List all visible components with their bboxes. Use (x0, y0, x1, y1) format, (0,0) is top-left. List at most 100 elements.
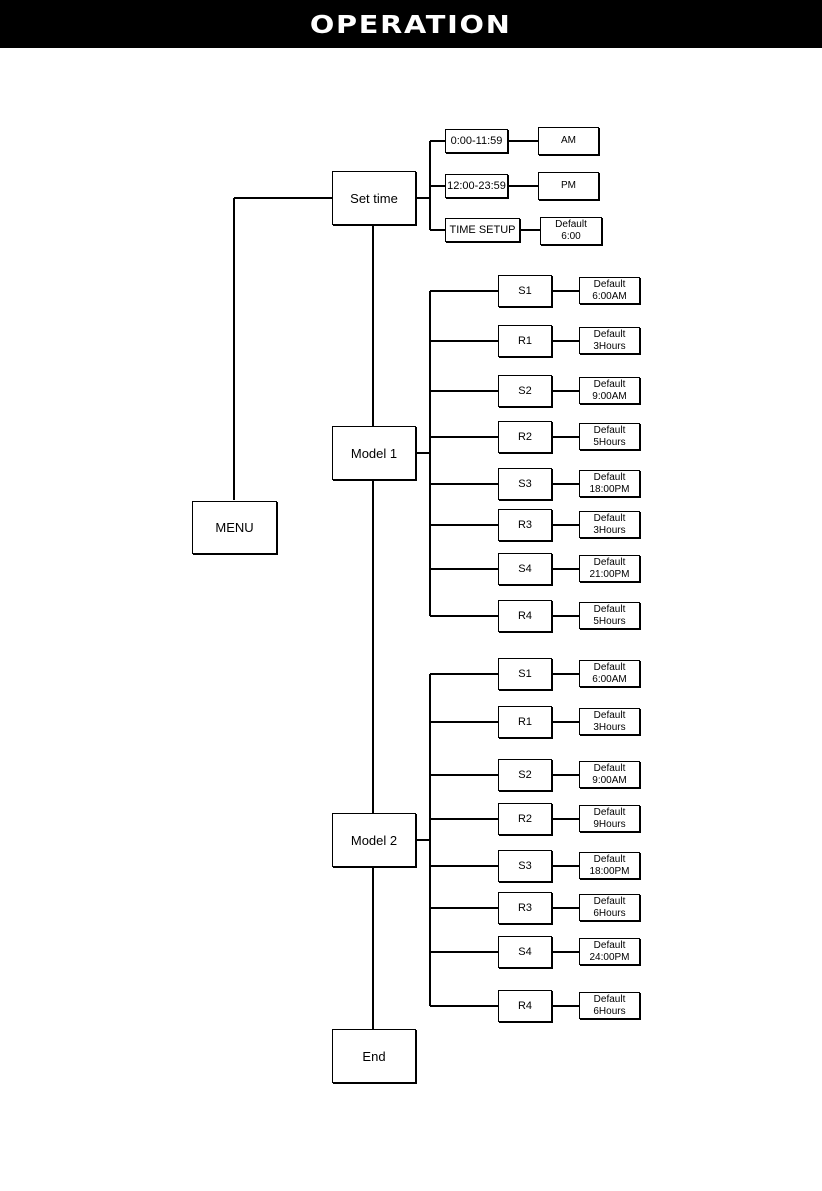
connector-model2-value-5 (552, 907, 579, 909)
model-2-step-r2-label: R2 (517, 812, 533, 825)
model-2-default-s2: Default 9:00AM (579, 761, 640, 788)
connector-model2-item-7 (430, 1005, 498, 1007)
set-time-box: Set time (332, 171, 416, 225)
model-1-default-r2-label: Default 5Hours (593, 424, 626, 448)
connector-model1-item-7 (430, 615, 498, 617)
model-2-step-s2: S2 (498, 759, 552, 791)
end-box: End (332, 1029, 416, 1083)
model-1-default-s2-label: Default 9:00AM (592, 378, 627, 402)
connector-settime-item-2 (430, 229, 445, 231)
model-2-default-s1: Default 6:00AM (579, 660, 640, 687)
model-2-step-r3-label: R3 (517, 901, 533, 914)
model-2-default-r1: Default 3Hours (579, 708, 640, 735)
connector-model2-item-2 (430, 774, 498, 776)
model-1-default-s1: Default 6:00AM (579, 277, 640, 304)
model-2-default-r3: Default 6Hours (579, 894, 640, 921)
set-time-option-3: TIME SETUP (445, 218, 520, 242)
model-2-default-r2: Default 9Hours (579, 805, 640, 832)
connector-model1-value-1 (552, 340, 579, 342)
model-1-step-r1-label: R1 (517, 334, 533, 347)
connector-model1-value-0 (552, 290, 579, 292)
model-1-step-s2: S2 (498, 375, 552, 407)
model-2-step-s4: S4 (498, 936, 552, 968)
model-1-default-r2: Default 5Hours (579, 423, 640, 450)
set-time-option-3-label: TIME SETUP (449, 223, 516, 236)
model-1-step-s1-label: S1 (518, 284, 532, 297)
connector-menu-to-settime (234, 197, 332, 199)
connector-model2-spine (429, 674, 431, 1006)
connector-model2-value-3 (552, 818, 579, 820)
connector-model1-spine (429, 291, 431, 616)
model-2-step-s4-label: S4 (518, 945, 532, 958)
model-2-default-s4: Default 24:00PM (579, 938, 640, 965)
set-time-option-1: 0:00-11:59 (445, 129, 508, 153)
model-1-default-r3: Default 3Hours (579, 511, 640, 538)
connector-model2-item-6 (430, 951, 498, 953)
connector-model1-value-7 (552, 615, 579, 617)
model-2-default-r4-label: Default 6Hours (593, 993, 626, 1017)
model-1-default-s4-label: Default 21:00PM (589, 556, 630, 580)
model-1-step-r3-label: R3 (517, 518, 533, 531)
connector-model1-item-1 (430, 340, 498, 342)
connector-model1-item-4 (430, 483, 498, 485)
model-1-box-label: Model 1 (350, 445, 398, 461)
model-1-default-s2: Default 9:00AM (579, 377, 640, 404)
connector-model1-item-5 (430, 524, 498, 526)
model-2-step-s1: S1 (498, 658, 552, 690)
model-1-step-r1: R1 (498, 325, 552, 357)
model-2-box-label: Model 2 (350, 832, 398, 848)
model-2-step-s3: S3 (498, 850, 552, 882)
connector-model2-value-4 (552, 865, 579, 867)
connector-settime-item-1 (430, 185, 445, 187)
connector-timesetup-value (520, 229, 540, 231)
connector-model1-value-2 (552, 390, 579, 392)
model-2-step-r1: R1 (498, 706, 552, 738)
connector-model2-value-0 (552, 673, 579, 675)
model-2-default-s3: Default 18:00PM (579, 852, 640, 879)
model-2-step-s2-label: S2 (518, 768, 532, 781)
model-2-default-s2-label: Default 9:00AM (592, 762, 627, 786)
model-2-box: Model 2 (332, 813, 416, 867)
model-2-step-r2: R2 (498, 803, 552, 835)
model-2-step-r1-label: R1 (517, 715, 533, 728)
connector-model1-value-4 (552, 483, 579, 485)
connector-model2-value-7 (552, 1005, 579, 1007)
end-box-label: End (362, 1048, 386, 1064)
set-time-value-3: Default 6:00 (540, 217, 602, 245)
model-2-default-r3-label: Default 6Hours (593, 895, 626, 919)
set-time-value-3-label: Default 6:00 (555, 219, 587, 242)
connector-model2-value-1 (552, 721, 579, 723)
model-1-default-r3-label: Default 3Hours (593, 512, 626, 536)
connector-settime-branch (416, 197, 430, 199)
connector-model1-to-model2 (372, 481, 374, 813)
connector-model2-to-end (372, 868, 374, 1029)
connector-model1-item-2 (430, 390, 498, 392)
connector-model1-value-5 (552, 524, 579, 526)
connector-model2-item-1 (430, 721, 498, 723)
model-1-step-s1: S1 (498, 275, 552, 307)
connector-model1-branch (416, 452, 430, 454)
model-2-default-s1-label: Default 6:00AM (592, 661, 627, 685)
model-2-step-s1-label: S1 (518, 667, 532, 680)
connector-settime-to-model1 (372, 226, 374, 426)
model-2-step-r3: R3 (498, 892, 552, 924)
connector-model1-item-3 (430, 436, 498, 438)
model-1-default-s3: Default 18:00PM (579, 470, 640, 497)
connector-model2-item-4 (430, 865, 498, 867)
model-2-default-r2-label: Default 9Hours (593, 806, 626, 830)
connector-model2-branch (416, 839, 430, 841)
model-1-step-r4: R4 (498, 600, 552, 632)
model-1-step-s4: S4 (498, 553, 552, 585)
model-1-step-r2: R2 (498, 421, 552, 453)
model-1-step-r3: R3 (498, 509, 552, 541)
model-1-step-r4-label: R4 (517, 609, 533, 622)
model-1-default-r4-label: Default 5Hours (593, 603, 626, 627)
set-time-option-1-label: 0:00-11:59 (450, 134, 503, 147)
connector-model1-item-6 (430, 568, 498, 570)
set-time-value-1-label: AM (561, 135, 576, 146)
set-time-value-2: PM (538, 172, 599, 200)
menu-box: MENU (192, 501, 277, 554)
connector-settime-value-1 (508, 185, 538, 187)
model-1-step-s4-label: S4 (518, 562, 532, 575)
menu-box-label: MENU (215, 520, 254, 535)
